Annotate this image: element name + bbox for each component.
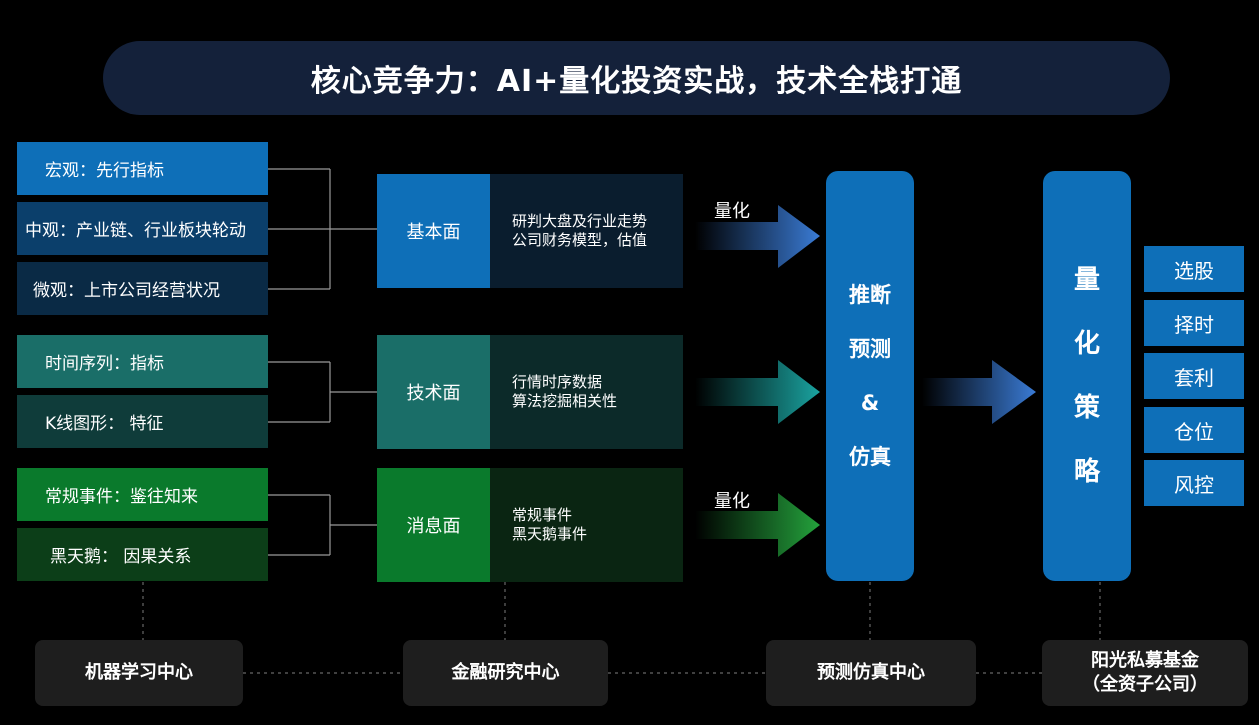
category-news: 消息面 [377, 468, 490, 582]
left-box-label: 黑天鹅： 因果关系 [50, 547, 192, 567]
left-box-timeseries: 时间序列：指标 [17, 335, 268, 388]
category-desc-fundamental: 研判大盘及行业走势 公司财务模型，估值 [490, 174, 683, 288]
left-box-micro: 微观：上市公司经营状况 [17, 262, 268, 315]
desc-line: 公司财务模型，估值 [512, 231, 648, 249]
page-title: 核心竞争力：AI+量化投资实战，技术全栈打通 [103, 41, 1170, 115]
column-text: 略 [1073, 457, 1100, 487]
column-text: 预测 [849, 337, 891, 361]
output-risk-control: 风控 [1144, 460, 1244, 506]
arrow-news [695, 493, 820, 557]
left-box-label: 宏观：先行指标 [45, 161, 164, 181]
center-prediction-simulation: 预测仿真中心 [766, 640, 976, 706]
arrow-fundamental [695, 205, 820, 268]
left-box-black-swan: 黑天鹅： 因果关系 [17, 528, 268, 581]
predict-simulate-column: 推断 预测 & 仿真 [826, 171, 914, 581]
category-fundamental: 基本面 [377, 174, 490, 288]
left-box-kline: K线图形： 特征 [17, 395, 268, 448]
center-label: 机器学习中心 [85, 662, 193, 683]
category-technical: 技术面 [377, 335, 490, 449]
left-box-label: 时间序列：指标 [45, 354, 164, 374]
category-desc-news: 常规事件 黑天鹅事件 [490, 468, 683, 582]
category-desc-technical: 行情时序数据 算法挖掘相关性 [490, 335, 683, 449]
output-stock-selection: 选股 [1144, 246, 1244, 292]
quant-strategy-column: 量 化 策 略 [1043, 171, 1131, 581]
column-text: & [860, 391, 880, 415]
arrow-label-quant-1: 量化 [714, 201, 750, 222]
output-label: 仓位 [1174, 419, 1214, 444]
desc-line: 行情时序数据 [512, 373, 603, 391]
arrow-to-strategy [922, 360, 1036, 424]
category-label: 技术面 [406, 383, 461, 404]
column-text: 量 [1073, 265, 1100, 295]
output-label: 风控 [1174, 472, 1214, 497]
center-private-fund: 阳光私募基金 （全资子公司） [1042, 640, 1248, 706]
column-text: 推断 [849, 283, 891, 307]
column-text: 仿真 [849, 445, 891, 469]
desc-line: 常规事件 [512, 506, 573, 524]
center-machine-learning: 机器学习中心 [35, 640, 243, 706]
output-label: 套利 [1174, 365, 1214, 390]
category-label: 基本面 [406, 222, 461, 243]
left-box-label: 微观：上市公司经营状况 [33, 281, 220, 301]
arrow-label-quant-2: 量化 [714, 491, 750, 512]
left-box-regular-events: 常规事件：鉴往知来 [17, 468, 268, 521]
category-label: 消息面 [406, 516, 461, 537]
center-label: 阳光私募基金 [1091, 650, 1199, 671]
column-text: 化 [1073, 329, 1100, 359]
output-position: 仓位 [1144, 407, 1244, 453]
center-label: 金融研究中心 [451, 662, 560, 683]
center-label-sub: （全资子公司） [1082, 674, 1208, 695]
output-label: 选股 [1174, 258, 1214, 283]
left-box-label: K线图形： 特征 [45, 414, 164, 434]
output-timing: 择时 [1144, 300, 1244, 346]
desc-line: 算法挖掘相关性 [512, 392, 618, 410]
output-arbitrage: 套利 [1144, 353, 1244, 399]
title-text: 核心竞争力：AI+量化投资实战，技术全栈打通 [310, 64, 963, 99]
column-text: 策 [1073, 393, 1100, 423]
left-box-label: 常规事件：鉴往知来 [45, 487, 198, 507]
output-label: 择时 [1174, 312, 1214, 337]
left-box-label: 中观：产业链、行业板块轮动 [25, 221, 246, 241]
left-box-macro: 宏观：先行指标 [17, 142, 268, 195]
desc-line: 研判大盘及行业走势 [512, 212, 648, 230]
center-label: 预测仿真中心 [817, 662, 925, 683]
arrow-technical [695, 360, 820, 424]
left-box-meso: 中观：产业链、行业板块轮动 [17, 202, 268, 255]
center-finance-research: 金融研究中心 [403, 640, 608, 706]
desc-line: 黑天鹅事件 [512, 525, 588, 543]
